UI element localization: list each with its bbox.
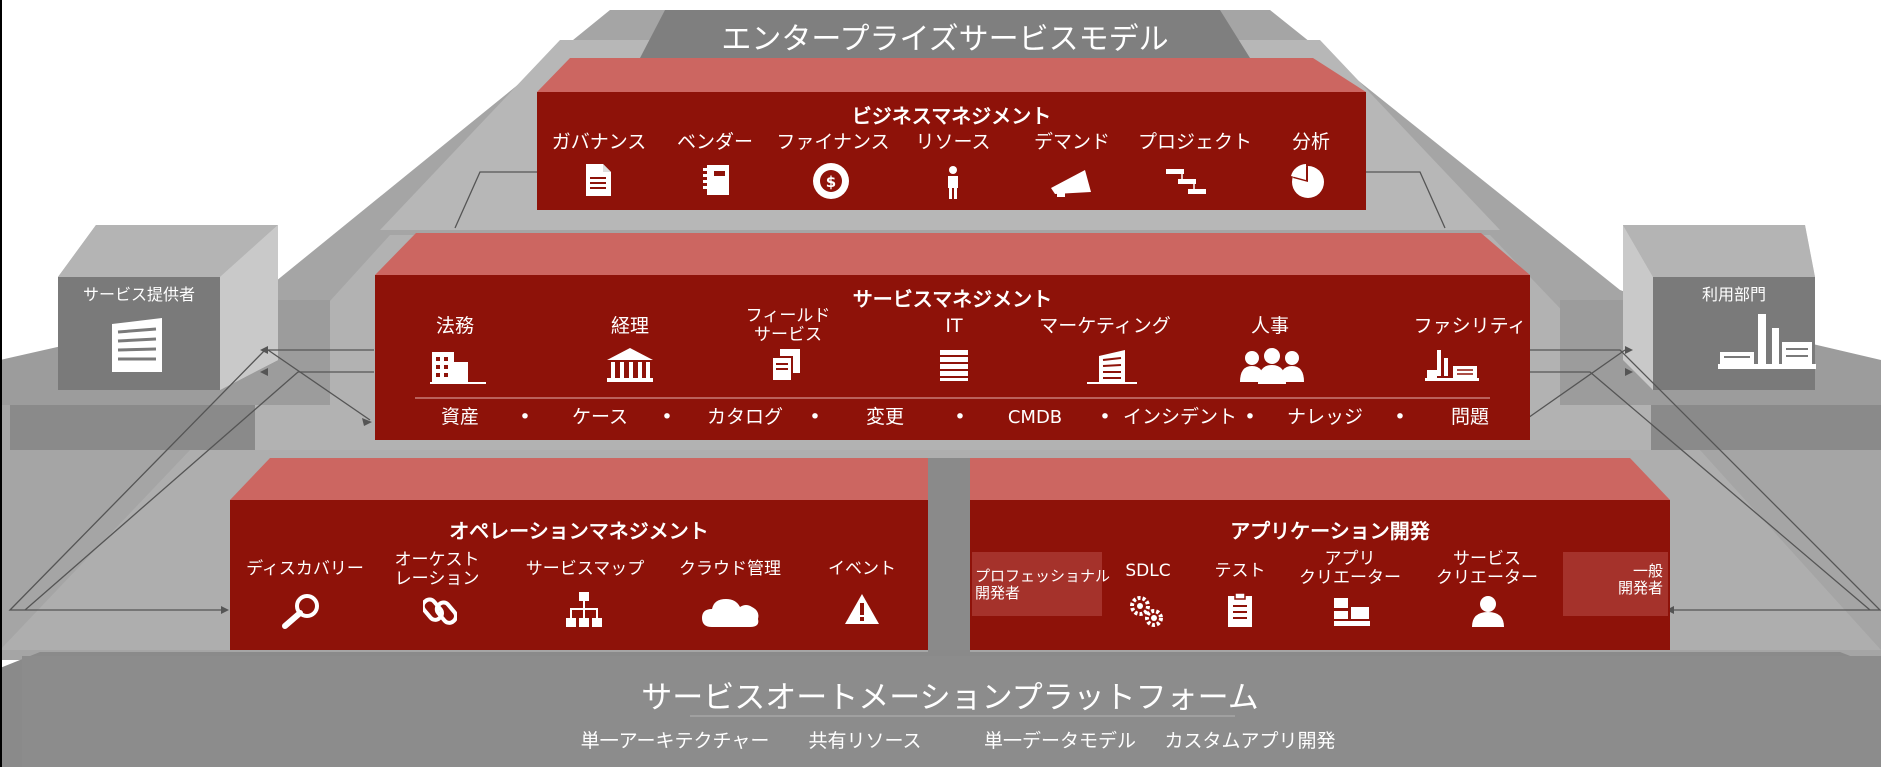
- bottom-item-cmdb: CMDB: [1007, 407, 1063, 428]
- platform-title: サービスオートメーションプラットフォーム: [641, 680, 1259, 716]
- person-icon: [945, 166, 961, 200]
- notebook-icon: [702, 163, 732, 197]
- operations-management-title: オペレーションマネジメント: [449, 519, 709, 543]
- platform-item-architecture: 単一アーキテクチャー: [580, 730, 770, 752]
- separator-dot: •: [809, 406, 821, 428]
- platform-item-data-model: 単一データモデル: [983, 730, 1136, 752]
- clipboard-icon: [1226, 592, 1254, 628]
- item-finance-label: ファイナンス: [776, 131, 890, 153]
- item-event-label: イベント: [828, 559, 896, 579]
- item-it-label: IT: [945, 315, 963, 337]
- people-group-icon: [1238, 348, 1306, 384]
- item-hr-label: 人事: [1250, 315, 1289, 337]
- bottom-item-knowledge: ナレッジ: [1286, 406, 1363, 428]
- user-silhouette-icon: [1470, 594, 1506, 628]
- separator-dot: •: [661, 406, 673, 428]
- documents-icon: [770, 348, 802, 382]
- app-blocks-icon: [1333, 597, 1371, 627]
- business-management-title: ビジネスマネジメント: [851, 104, 1052, 128]
- item-orchestration-label: オーケスト レーション: [394, 550, 480, 589]
- hierarchy-icon: [565, 591, 603, 629]
- item-vendor-label: ベンダー: [676, 131, 753, 153]
- pyramid-title: エンタープライズサービスモデル: [721, 22, 1169, 57]
- item-demand-label: デマンド: [1033, 131, 1110, 153]
- service-bottom-row: 資産 • ケース • カタログ • 変更 • CMDB • インシデント • ナ…: [375, 407, 1530, 433]
- document-icon: [583, 163, 613, 197]
- consumer-dept-label: 利用部門: [1701, 285, 1766, 304]
- bottom-item-incident: インシデント: [1122, 406, 1237, 428]
- item-accounting-label: 経理: [610, 315, 649, 337]
- professional-developer-box: プロフェッショナル 開発者: [975, 567, 1111, 602]
- bank-icon: [603, 346, 657, 384]
- svg-text:$: $: [826, 173, 836, 191]
- factory-icon: [1718, 312, 1818, 374]
- item-cloud-management-label: クラウド管理: [679, 559, 781, 579]
- dollar-coin-icon: $: [811, 161, 851, 201]
- bottom-item-change: 変更: [865, 406, 904, 428]
- gears-icon: [1128, 594, 1166, 628]
- app-development-title: アプリケーション開発: [1230, 519, 1430, 543]
- gantt-steps-icon: [1166, 167, 1208, 197]
- business-management-items: ガバナンス ベンダー ファイナンス リソース デマンド プロジェクト 分析: [537, 128, 1366, 204]
- item-service-map-label: サービスマップ: [525, 559, 645, 579]
- bottom-item-catalog: カタログ: [706, 406, 783, 428]
- warning-icon: [844, 592, 880, 626]
- item-test-label: テスト: [1214, 561, 1266, 581]
- separator-dot: •: [519, 406, 531, 428]
- buildings-icon: [430, 348, 486, 384]
- item-sdlc-label: SDLC: [1125, 561, 1171, 581]
- bottom-item-asset: 資産: [440, 406, 479, 428]
- megaphone-icon: [1049, 166, 1093, 198]
- platform-item-custom-app: カスタムアプリ開発: [1164, 730, 1336, 752]
- office-building-icon: [1085, 348, 1139, 384]
- platform-item-shared-resources: 共有リソース: [808, 730, 922, 752]
- citizen-developer-box: 一般 開発者: [1617, 562, 1663, 597]
- item-discovery-label: ディスカバリー: [246, 559, 364, 579]
- item-app-creator-label: アプリ クリエーター: [1299, 549, 1401, 588]
- factory-icon: [1423, 348, 1479, 384]
- item-analysis-label: 分析: [1291, 131, 1330, 153]
- pie-chart-icon: [1289, 162, 1327, 200]
- separator-dot: •: [1099, 406, 1111, 428]
- item-field-service-label: フィールド サービス: [745, 306, 831, 345]
- item-governance-label: ガバナンス: [551, 131, 647, 153]
- separator-dot: •: [954, 406, 966, 428]
- bottom-item-case: ケース: [571, 406, 629, 428]
- separator-dot: •: [1244, 406, 1256, 428]
- item-project-label: プロジェクト: [1137, 131, 1252, 153]
- item-marketing-label: マーケティング: [1039, 315, 1171, 337]
- server-stack-icon: [938, 348, 970, 382]
- cloud-icon: [700, 593, 762, 629]
- service-provider-label: サービス提供者: [82, 285, 195, 304]
- separator-dot: •: [1394, 406, 1406, 428]
- item-facility-label: ファシリティ: [1413, 315, 1527, 337]
- item-service-creator-label: サービス クリエーター: [1436, 549, 1538, 588]
- building-icon: [110, 316, 164, 374]
- item-legal-label: 法務: [435, 315, 474, 337]
- chain-link-icon: [423, 594, 457, 628]
- service-management-title: サービスマネジメント: [852, 287, 1053, 311]
- bottom-item-problem: 問題: [1450, 406, 1489, 428]
- magnifier-icon: [281, 593, 323, 629]
- item-resource-label: リソース: [915, 131, 991, 153]
